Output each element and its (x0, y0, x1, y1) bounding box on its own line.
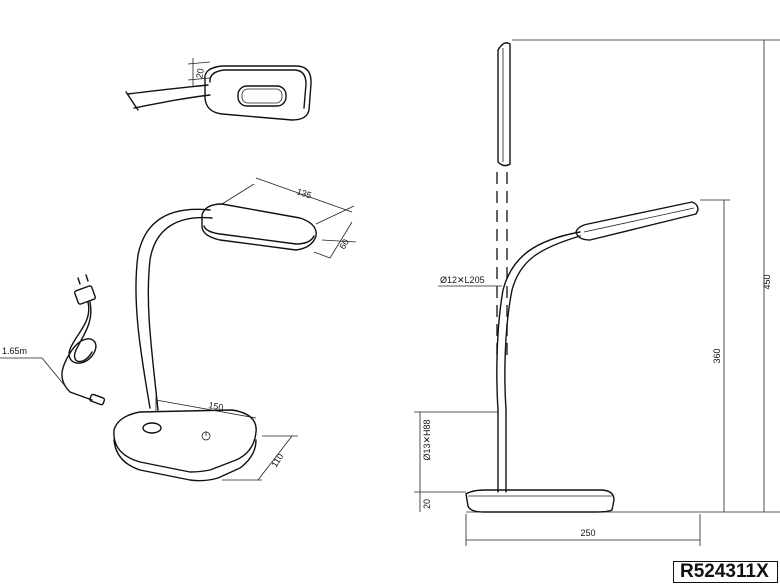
head-length-label: 135 (295, 186, 312, 200)
base-width-label: 110 (269, 452, 285, 469)
base-height-label: 20 (422, 499, 432, 509)
stem-spec-label: Ø13✕H88 (422, 419, 432, 460)
cable-thickness-label: 20 (194, 68, 206, 80)
overall-width-label: 250 (580, 528, 595, 538)
switch-window (237, 85, 287, 107)
model-number: R524311X (673, 561, 778, 583)
arm-height-label: 360 (712, 348, 722, 363)
base-length-label: 150 (208, 400, 225, 412)
arm-spec-label: Ø12✕L205 (440, 275, 485, 285)
cable-length-label: 1.65m (2, 346, 27, 356)
perspective-lamp-view: 135 60 150 110 (113, 177, 357, 482)
head-detail-view: 20 (125, 58, 312, 121)
adapter-plug-icon (74, 285, 96, 305)
head-width-label: 60 (337, 237, 351, 251)
adapter-and-cord: 1.65m (0, 274, 106, 406)
side-elevation-view: 450 360 250 Ø12✕L205 Ø13✕H88 20 (414, 39, 780, 546)
overall-height-label: 450 (762, 274, 772, 289)
